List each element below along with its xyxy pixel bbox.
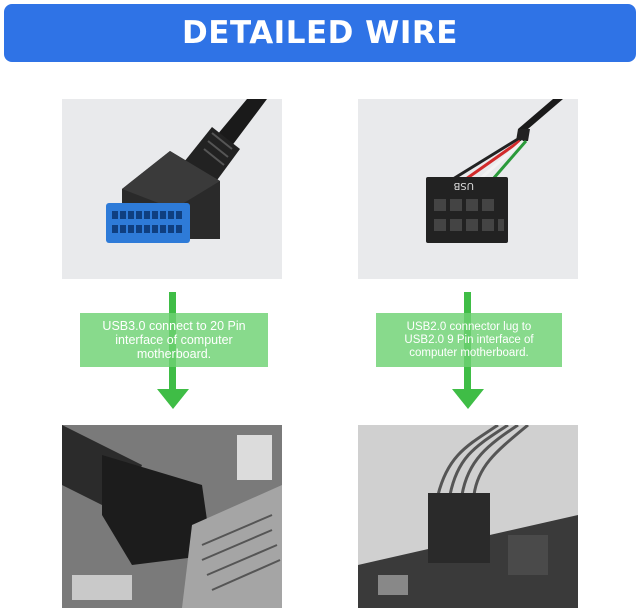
usb2-motherboard-illustration [358, 425, 578, 608]
usb3-caption-line-2: interface of computer [115, 333, 233, 347]
usb3-caption: USB3.0 connect to 20 Pin interface of co… [80, 313, 268, 367]
usb3-connector-photo [62, 99, 282, 279]
usb2-caption-line-3: computer motherboard. [409, 346, 529, 359]
right-arrow-head [452, 389, 484, 409]
usb2-connector-photo: USB [358, 99, 578, 279]
usb2-caption: USB2.0 connector lug to USB2.0 9 Pin int… [376, 313, 562, 367]
usb-marking: USB [453, 180, 474, 191]
usb2-caption-line-1: USB2.0 connector lug to [406, 320, 532, 333]
usb2-motherboard-photo [358, 425, 578, 608]
usb3-caption-line-3: motherboard. [136, 347, 212, 361]
usb3-caption-line-1: USB3.0 connect to 20 Pin [102, 319, 246, 333]
usb3-connector-illustration [106, 99, 267, 243]
usb2-connector-illustration: USB [426, 99, 563, 243]
usb3-motherboard-illustration [62, 425, 282, 608]
title-banner: DETAILED WIRE [4, 4, 636, 62]
banner-title: DETAILED WIRE [182, 15, 458, 51]
left-arrow-head [157, 389, 189, 409]
usb2-caption-line-2: USB2.0 9 Pin interface of [404, 333, 534, 346]
usb3-motherboard-photo [62, 425, 282, 608]
